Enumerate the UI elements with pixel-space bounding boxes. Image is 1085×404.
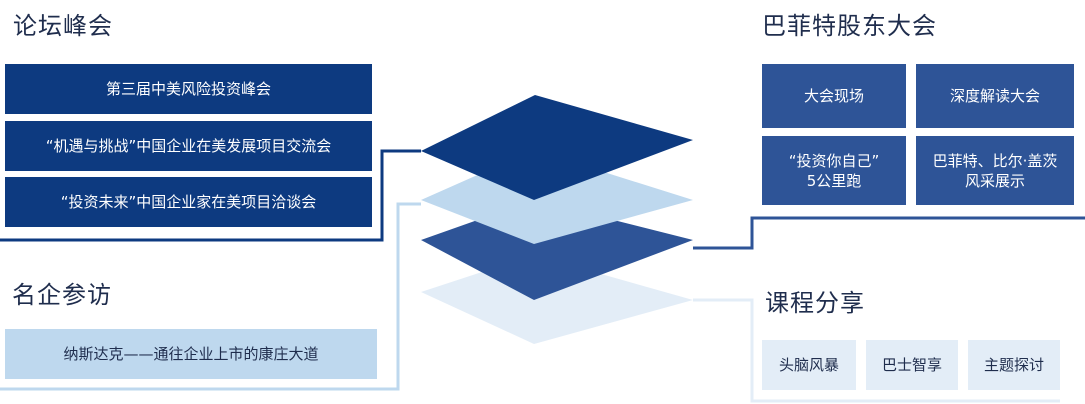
courses-connector-line [693, 298, 1060, 403]
course-item[interactable]: 头脑风暴 [762, 340, 856, 390]
buffett-item-showcase-line2: 风采展示 [964, 171, 1025, 190]
buffett-title: 巴菲特股东大会 [762, 12, 937, 40]
visits-connector-line [0, 202, 421, 391]
visits-title: 名企参访 [12, 281, 112, 309]
layer-diamond-4 [421, 255, 693, 344]
buffett-item-run[interactable]: “投资你自己” 5公里跑 [762, 136, 906, 205]
buffett-item-showcase-line1: 巴菲特、比尔·盖茨 [932, 151, 1058, 170]
layer-diamond-1 [421, 95, 693, 200]
courses-title: 课程分享 [765, 289, 865, 317]
buffett-item-run-line1: “投资你自己” [788, 151, 880, 170]
buffett-item-analysis[interactable]: 深度解读大会 [916, 64, 1074, 128]
buffett-item-venue[interactable]: 大会现场 [762, 64, 906, 128]
buffett-connector-line [693, 216, 1085, 250]
course-item[interactable]: 巴士智享 [866, 340, 958, 390]
forum-item[interactable]: 第三届中美风险投资峰会 [5, 64, 372, 114]
forum-item[interactable]: “机遇与挑战”中国企业在美发展项目交流会 [5, 121, 372, 171]
course-item[interactable]: 主题探讨 [968, 340, 1060, 390]
buffett-item-run-line2: 5公里跑 [806, 171, 862, 190]
forum-item[interactable]: “投资未来”中国企业家在美项目洽谈会 [5, 177, 372, 227]
forum-title: 论坛峰会 [13, 12, 113, 40]
forum-connector-line [0, 149, 421, 242]
buffett-item-showcase[interactable]: 巴菲特、比尔·盖茨 风采展示 [916, 136, 1074, 205]
visits-item[interactable]: 纳斯达克——通往企业上市的康庄大道 [5, 329, 377, 379]
